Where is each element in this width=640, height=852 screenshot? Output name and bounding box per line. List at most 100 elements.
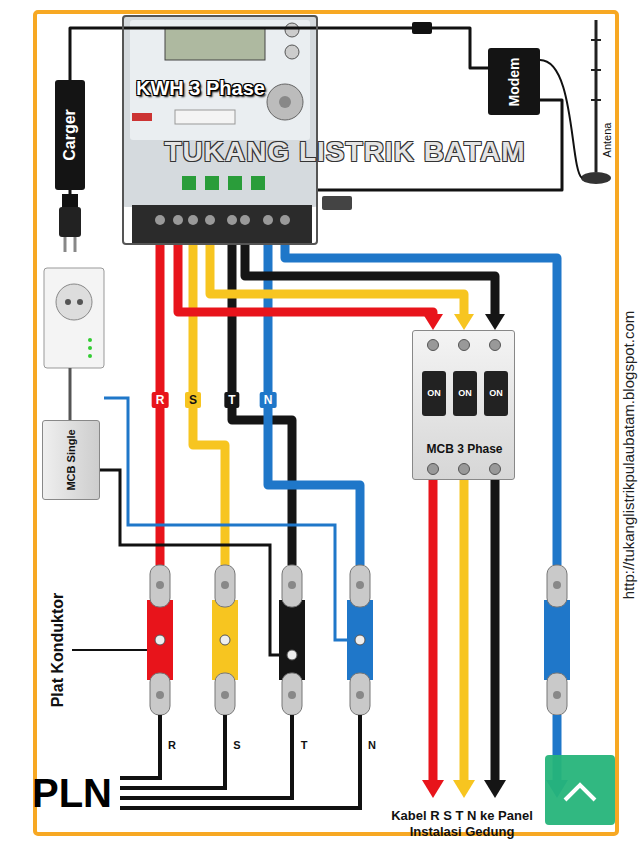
conductor-plate [150,673,170,715]
node-text: Modem [506,57,522,106]
pln-feed-lines [120,715,160,778]
conductor-plate [544,600,570,680]
output-wires [460,480,469,782]
scroll-top-button [545,755,615,825]
kwh-meter-drawing [251,176,265,190]
conductor-plate [287,650,297,660]
scroll-top-button [545,755,615,825]
conductor-plate [355,635,365,645]
node-text: MCB 3 Phase [426,442,502,456]
conductor-plate [547,673,567,715]
conductor-plate [288,691,296,699]
node-text: MCB Single [65,429,77,490]
conductor-plate [350,673,370,715]
modem-box: Modem [488,48,540,115]
antenna-drawing [595,20,598,172]
mcb-single: MCB Single [42,420,100,500]
kwh-meter-drawing [188,215,198,225]
kwh-meter-drawing [205,215,215,225]
neutral-label: N [367,739,377,751]
charger-plug [74,237,77,252]
thin-wires [104,398,350,640]
output-arrowheads [484,780,506,798]
charger-box: Carger [55,80,85,190]
kwh-meter-drawing [279,96,291,108]
charger-plug [64,237,67,252]
charger-plug [62,194,78,208]
conductor-plate [215,565,235,607]
phase-wire [245,245,495,318]
kwh-meter-drawing [165,28,265,60]
wall-socket [65,299,71,305]
wall-socket [69,368,72,420]
conductor-plate [150,565,170,607]
conductor-plate [350,565,370,607]
conductor-plate [156,691,164,699]
power-cable [70,28,488,80]
conductor-plate [212,565,238,715]
terminal-screw [427,463,439,475]
kwh-meter-drawing [130,20,310,140]
phase-label: T [300,739,309,751]
pln-feed-lines [120,715,360,808]
node-text: ON [489,388,503,398]
wall-socket [44,268,104,420]
phase-tag: S [185,392,201,408]
conductor-plate [553,581,561,589]
output-caption: Kabel R S T N ke Panel Instalasi Gedung [377,808,547,839]
conductor-plate [156,581,164,589]
kwh-meter-drawing [155,215,165,225]
pln-feed-lines [120,715,225,788]
kwh-meter-drawing [132,113,152,121]
output-arrowheads [453,780,475,798]
conductor-plate [356,691,364,699]
conductor-plate [212,600,238,680]
charger-plug [59,207,81,237]
antenna-drawing [591,69,601,71]
neutral-tag: N [260,392,277,408]
output-arrowheads [422,780,444,798]
phase-tag: R [152,392,169,408]
output-wires [491,480,500,782]
antenna-label: Antena [601,123,613,158]
antenna-drawing [591,99,601,101]
conductor-plate [288,581,296,589]
watermark: TUKANG LISTRIK BATAM [164,136,525,168]
conductor-plate [155,635,165,645]
terminal-screw [489,463,501,475]
conductor-plate [547,565,567,607]
kwh-meter-drawing [228,176,242,190]
kwh-meter-drawing [285,23,299,37]
wall-socket [77,299,83,305]
antenna-drawing [540,20,611,184]
phase-wire [178,245,433,318]
kwh-meter-drawing [122,15,318,207]
conductor-plate [544,565,570,715]
thin-wires [100,470,285,655]
kwh-meter-drawing [227,215,237,225]
conductor-plate [215,673,235,715]
part-label: Plat Konduktor [49,593,67,708]
terminal-screw [427,339,439,351]
kwh-meter-drawing [205,176,219,190]
antenna-drawing [581,172,611,184]
conductor-plate [147,565,173,715]
conductor-plate [221,581,229,589]
node-text: Carger [61,109,79,161]
kwh-meter-drawing [122,15,432,245]
charger-plug [59,190,81,252]
kwh-meter-drawing [173,215,183,225]
kwh-meter-drawing [175,110,235,124]
wall-socket [88,354,92,358]
website-url: http://tukanglistrikpulaubatam.blogspot.… [620,311,637,600]
phase-label: R [167,739,177,751]
kwh-meter-drawing [240,215,250,225]
conductor-plate [347,565,373,715]
scroll-top-button [565,785,595,800]
leader-line [72,649,147,651]
frame [35,12,617,834]
wall-socket [56,284,92,320]
output-wires [429,480,438,782]
conductor-plate [553,691,561,699]
